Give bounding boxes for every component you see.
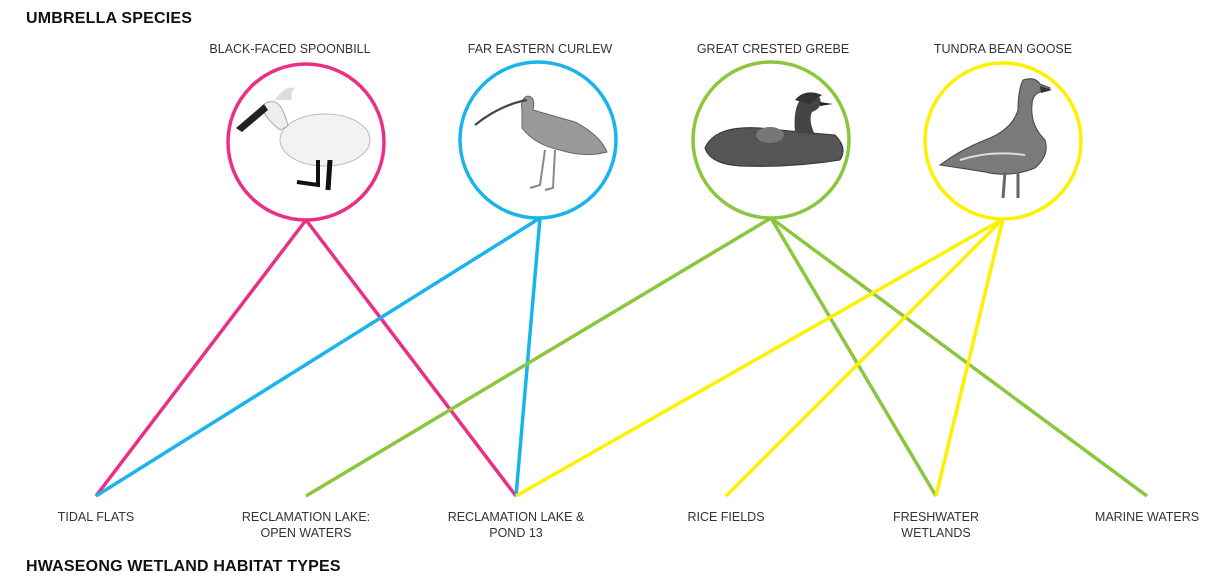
grebe-node [691,60,851,220]
habitat-label-pond-line2: POND 13 [489,526,543,540]
link-spoonbill-tidal [94,218,308,498]
habitat-label-reclamation-pond: RECLAMATION LAKE & POND 13 [416,509,616,541]
links-layer [94,216,1149,498]
link-curlew-pond [514,217,542,497]
habitat-label-tidal-flats-line1: TIDAL FLATS [57,510,135,524]
link-grebe-open [305,216,772,498]
habitat-label-fresh-line1: FRESHWATER [892,510,980,524]
species-label-curlew: FAR EASTERN CURLEW [467,42,613,56]
curlew-node [458,60,618,220]
habitat-label-marine-line1: MARINE WATERS [1094,510,1200,524]
habitat-label-reclamation-open-waters: RECLAMATION LAKE: OPEN WATERS [206,509,406,541]
grebe-icon [704,92,844,167]
umbrella-species-heading: UMBRELLA SPECIES [26,10,193,27]
spoonbill-icon [236,87,371,191]
spoonbill-node [226,62,386,222]
habitat-label-rice-fields: RICE FIELDS [626,509,826,525]
link-goose-fresh [934,218,1005,497]
link-goose-pond [515,217,1004,498]
link-spoonbill-pond [304,218,518,498]
species-label-spoonbill: BLACK-FACED SPOONBILL [209,42,371,56]
habitat-label-open-line2: OPEN WATERS [260,526,352,540]
habitat-label-fresh-line2: WETLANDS [901,526,971,540]
goose-icon [938,78,1052,199]
link-grebe-fresh [769,217,938,497]
habitat-label-rice-line1: RICE FIELDS [687,510,765,524]
habitat-label-pond-line1: RECLAMATION LAKE & [447,510,585,524]
curlew-icon [474,95,608,191]
habitat-types-heading: HWASEONG WETLAND HABITAT TYPES [26,558,341,575]
habitat-label-tidal-flats: TIDAL FLATS [0,509,196,525]
species-label-grebe: GREAT CRESTED GREBE [696,42,850,56]
habitat-label-freshwater-wetlands: FRESHWATER WETLANDS [836,509,1036,541]
habitat-label-open-line1: RECLAMATION LAKE: [241,510,371,524]
link-curlew-tidal [95,216,541,498]
species-label-goose: TUNDRA BEAN GOOSE [933,42,1073,56]
link-goose-rice [724,217,1005,498]
habitat-label-marine-waters: MARINE WATERS [1047,509,1209,525]
link-grebe-marine [769,216,1149,498]
goose-node [923,61,1083,221]
